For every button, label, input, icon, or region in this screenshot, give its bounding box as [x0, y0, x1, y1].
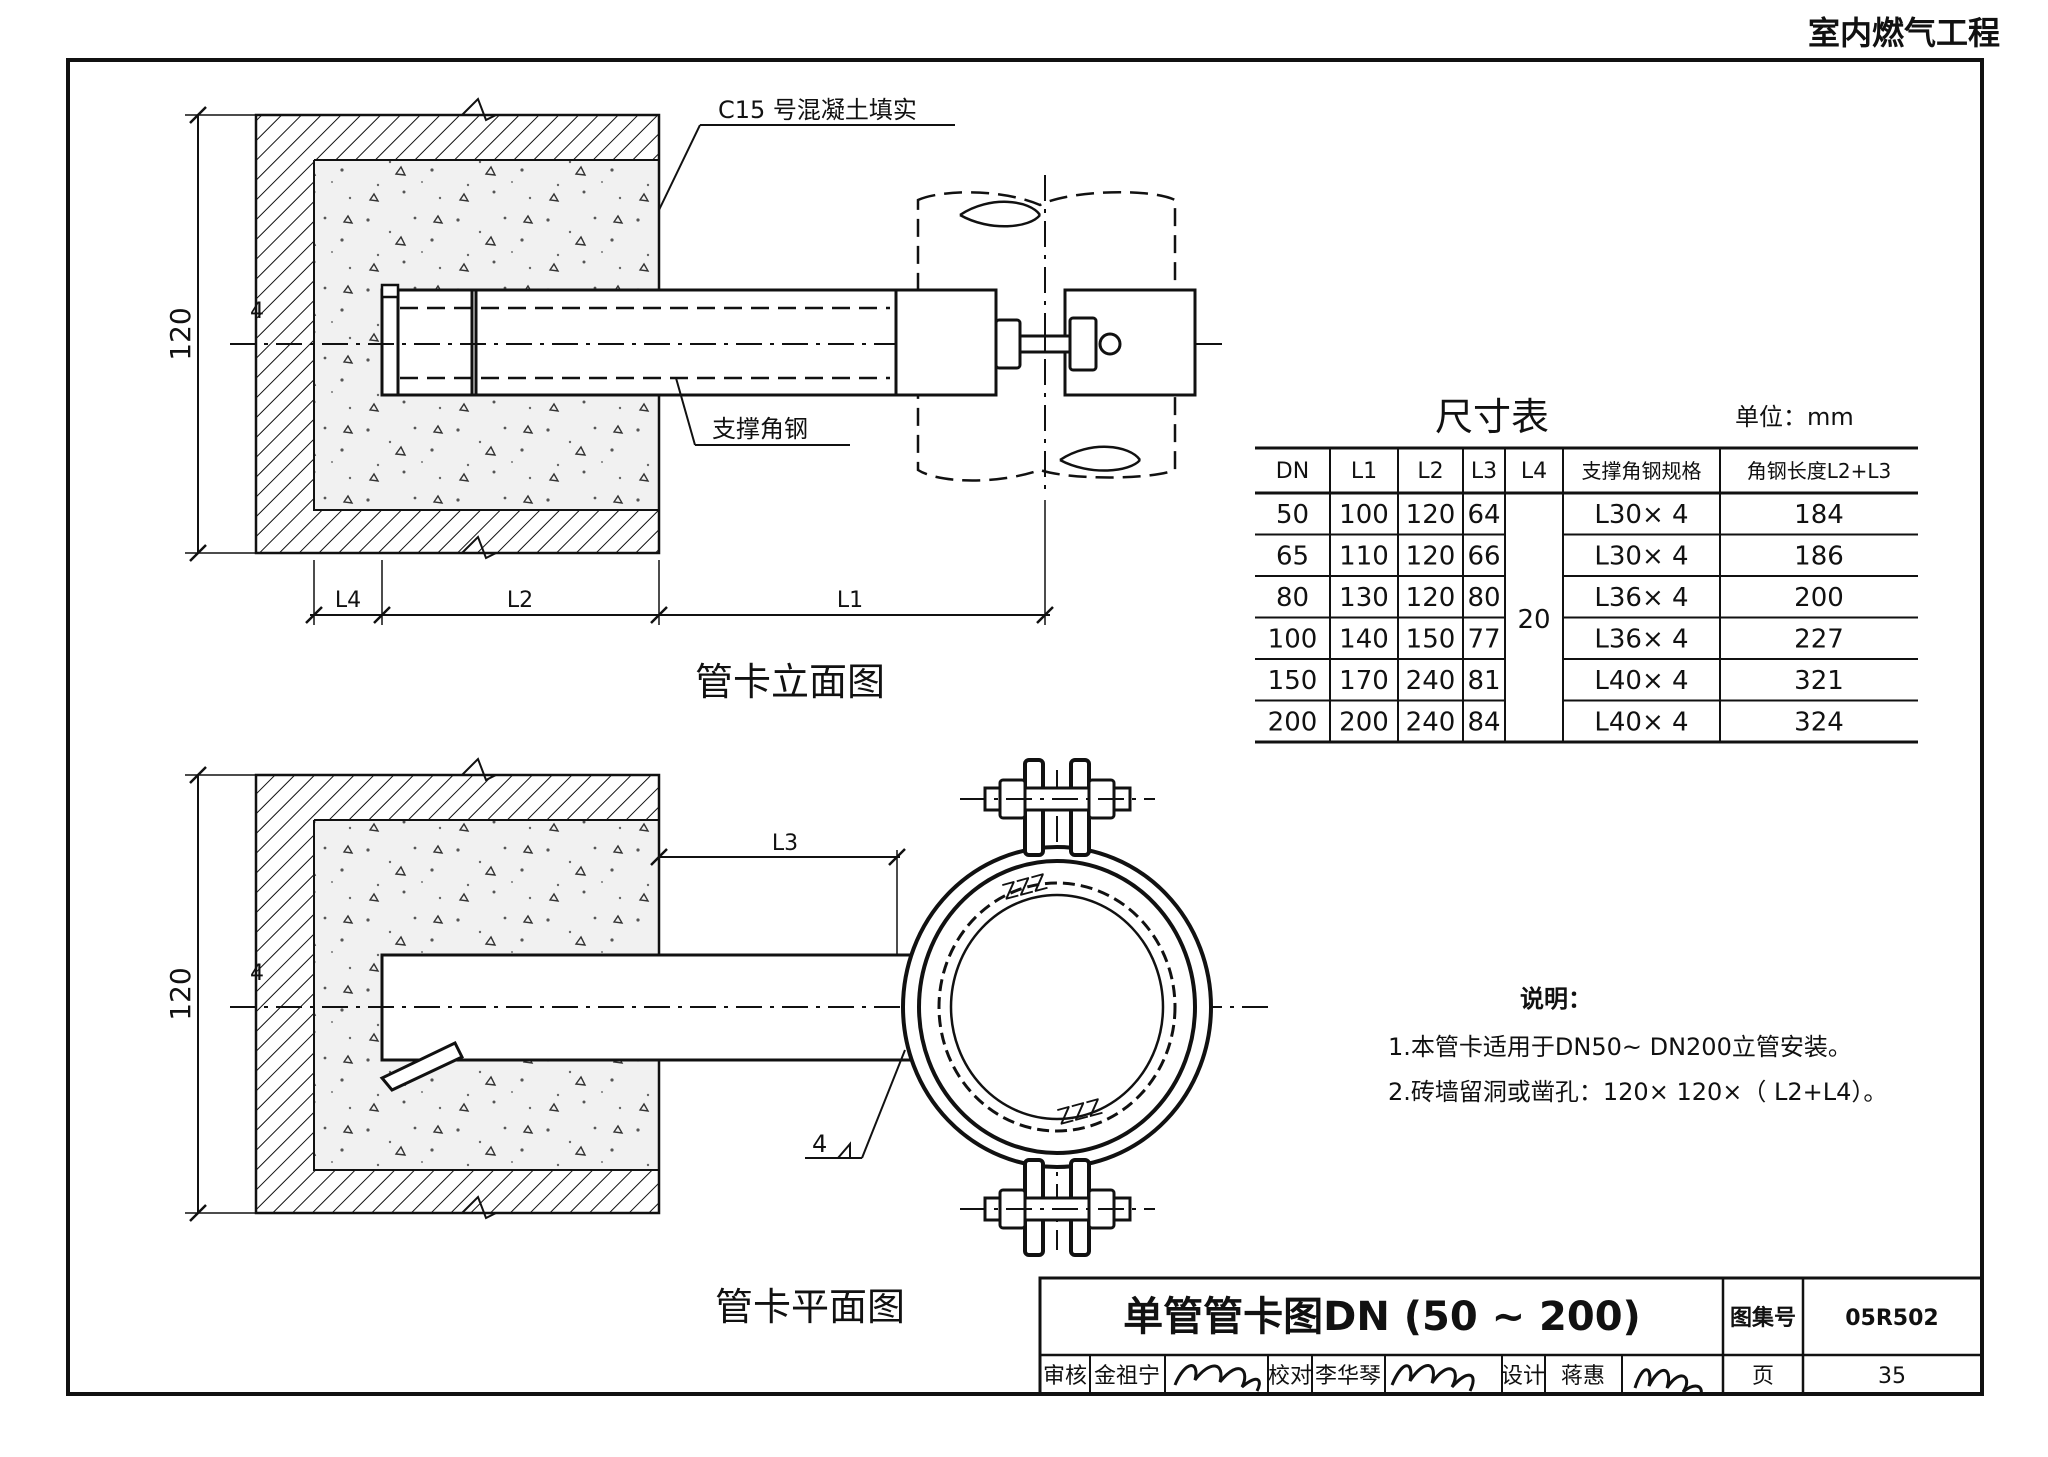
atlas-label: 图集号	[1730, 1305, 1796, 1331]
table-cell-3-5: 227	[1794, 625, 1844, 655]
table-L4-value: 20	[1517, 605, 1550, 635]
notes-item-1: 1.本管卡适用于DN50~ DN200立管安装。	[1388, 1033, 1852, 1061]
table-cell-4-1: 170	[1339, 666, 1389, 696]
table-cell-2-1: 130	[1339, 583, 1389, 613]
elevation-caption: 管卡立面图	[695, 660, 885, 704]
table-header-3: L3	[1471, 459, 1497, 484]
drawing-frame	[66, 58, 1984, 1396]
plan-break-mark: 4	[250, 961, 264, 986]
notes-title: 说明：	[1520, 985, 1592, 1013]
table-cell-0-3: 64	[1467, 500, 1500, 530]
table-cell-4-3: 81	[1467, 666, 1500, 696]
page-label: 页	[1752, 1364, 1774, 1389]
elevation-fill-note: C15 号混凝土填实	[718, 96, 917, 124]
table-cell-1-2: 120	[1406, 542, 1456, 572]
table-header-2: L2	[1417, 459, 1443, 484]
table-cell-0-4: L30× 4	[1594, 500, 1688, 530]
table-cell-3-1: 140	[1339, 625, 1389, 655]
table-cell-5-3: 84	[1467, 708, 1500, 738]
page-number: 35	[1878, 1364, 1906, 1389]
elevation-view: 4 C15 号混凝土填实 支撑角钢	[164, 96, 1230, 704]
table-header-0: DN	[1276, 459, 1309, 484]
drawing-title: 单管管卡图DN (50 ~ 200)	[1123, 1294, 1641, 1340]
table-cell-2-4: L36× 4	[1594, 583, 1688, 613]
table-header-1: L1	[1351, 459, 1377, 484]
table-cell-4-0: 150	[1268, 666, 1318, 696]
table-cell-5-4: L40× 4	[1594, 708, 1688, 738]
table-header-5: 支撑角钢规格	[1582, 459, 1702, 483]
table-unit: 单位：mm	[1735, 403, 1854, 431]
table-header-4: L4	[1521, 459, 1547, 484]
table-cell-5-1: 200	[1339, 708, 1389, 738]
title-block: 单管管卡图DN (50 ~ 200) 图集号 05R502 审核 金祖宁 校对 …	[1038, 1276, 1984, 1396]
table-cell-0-0: 50	[1276, 500, 1309, 530]
notes: 说明： 1.本管卡适用于DN50~ DN200立管安装。 2.砖墙留洞或凿孔：1…	[1388, 985, 1887, 1106]
table-cell-4-4: L40× 4	[1594, 666, 1688, 696]
table-cell-2-2: 120	[1406, 583, 1456, 613]
checker-name: 李华琴	[1315, 1364, 1381, 1389]
table-cell-1-3: 66	[1467, 542, 1500, 572]
plan-dim-L3: L3	[772, 831, 798, 856]
elevation-pipe-outline	[916, 190, 1177, 482]
table-cell-4-2: 240	[1406, 666, 1456, 696]
header-title: 室内燃气工程	[1808, 14, 2000, 52]
designer-name: 蒋惠	[1561, 1364, 1605, 1389]
table-cell-0-2: 120	[1406, 500, 1456, 530]
table-cell-5-5: 324	[1794, 708, 1844, 738]
elevation-break-mark: 4	[250, 299, 264, 324]
elevation-clamp-ear-left	[894, 288, 998, 397]
table-cell-4-5: 321	[1794, 666, 1844, 696]
elevation-dim-L4: L4	[335, 588, 361, 613]
plan-caption: 管卡平面图	[715, 1285, 905, 1329]
table-cell-1-5: 186	[1794, 542, 1844, 572]
table-cell-2-0: 80	[1276, 583, 1309, 613]
plan-pipe-wall	[937, 881, 1177, 1133]
table-cell-1-0: 65	[1276, 542, 1309, 572]
designer-signature	[1633, 1368, 1703, 1395]
table-cell-3-0: 100	[1268, 625, 1318, 655]
checker-signature	[1390, 1364, 1475, 1392]
table-cell-5-0: 200	[1268, 708, 1318, 738]
elevation-dim-L2: L2	[507, 588, 533, 613]
design-label: 设计	[1501, 1364, 1545, 1389]
review-label: 审核	[1043, 1364, 1087, 1389]
table-cell-3-2: 150	[1406, 625, 1456, 655]
table-cell-2-5: 200	[1794, 583, 1844, 613]
reviewer-signature	[1173, 1364, 1261, 1392]
table-cell-0-5: 184	[1794, 500, 1844, 530]
reviewer-name: 金祖宁	[1094, 1364, 1160, 1389]
atlas-number: 05R502	[1845, 1306, 1938, 1331]
table-cell-1-4: L30× 4	[1594, 542, 1688, 572]
plan-view: 4 ZZZ ZZZ L3	[164, 757, 1270, 1329]
table-cell-5-2: 240	[1406, 708, 1456, 738]
table-cell-3-3: 77	[1467, 625, 1500, 655]
table-cell-3-4: L36× 4	[1594, 625, 1688, 655]
table-cell-1-1: 110	[1339, 542, 1389, 572]
elevation-angle-label: 支撑角钢	[712, 415, 808, 443]
elevation-dim-height: 120	[164, 307, 197, 360]
plan-weld-mark: 4	[812, 1130, 827, 1158]
notes-item-2: 2.砖墙留洞或凿孔：120× 120×（ L2+L4）。	[1388, 1078, 1887, 1106]
plan-dim-height: 120	[164, 967, 197, 1020]
table-header-6: 角钢长度L2+L3	[1747, 459, 1892, 483]
table-cell-0-1: 100	[1339, 500, 1389, 530]
elevation-break-bottom	[461, 535, 497, 560]
elevation-dim-L1: L1	[837, 588, 863, 613]
table-cell-2-3: 80	[1467, 583, 1500, 613]
table-title: 尺寸表	[1435, 395, 1549, 439]
elevation-break-top	[461, 97, 497, 122]
check-label: 校对	[1268, 1364, 1312, 1389]
plan-clamp-ring-outer	[901, 845, 1213, 1169]
